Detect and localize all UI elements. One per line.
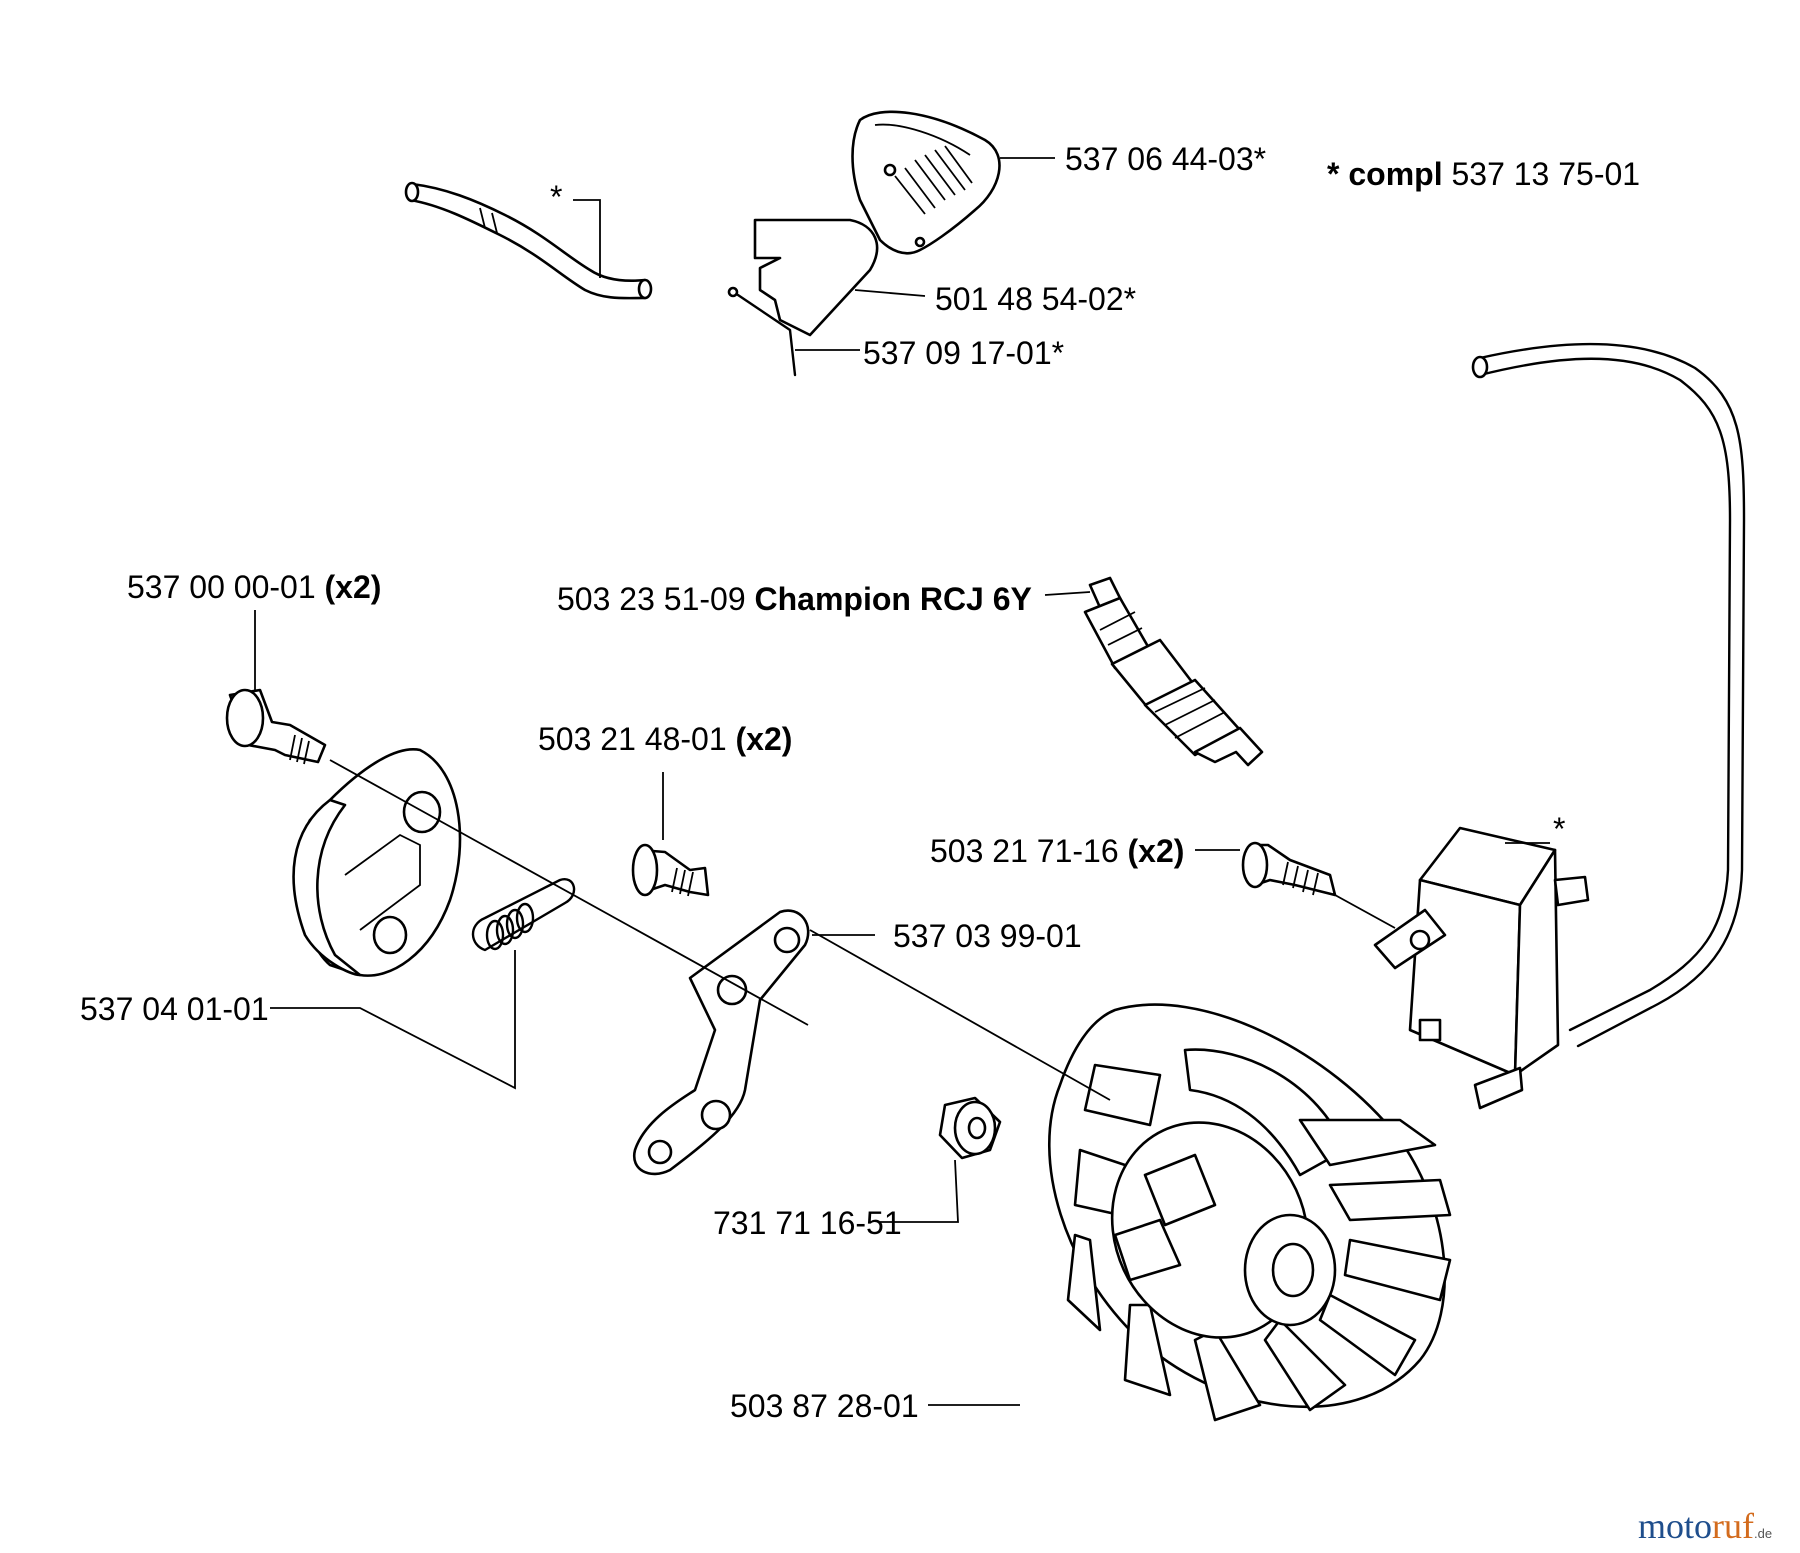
- screw-503-2171-qty: (x2): [1128, 833, 1185, 869]
- nut-leader: [880, 1159, 959, 1223]
- clutch-illustration: [292, 748, 462, 977]
- ignition-cable-illustration: [1471, 343, 1746, 1048]
- label-clutch: 537 04 01-01: [80, 991, 269, 1027]
- label-nut: 731 71 16-51: [713, 1205, 902, 1241]
- label-hose-asterisk: *: [550, 179, 562, 215]
- ignition-module-illustration: [1373, 826, 1590, 1110]
- watermark-suffix: .de: [1754, 1526, 1772, 1541]
- air-filter-cover-illustration: [851, 110, 1001, 255]
- spark-plug-number: 503 23 51-09: [557, 581, 746, 617]
- complete-kit-number: 537 13 75-01: [1451, 156, 1640, 192]
- label-lever: 537 03 99-01: [893, 918, 1082, 954]
- label-filter-plate: 501 48 54-02*: [935, 281, 1136, 317]
- screw-503-2171-illustration: [1241, 841, 1337, 897]
- watermark: motoruf.de: [1638, 1506, 1772, 1546]
- spark-plug-leader: [1044, 591, 1091, 596]
- label-screw-537: 537 00 00-01 (x2): [127, 569, 381, 605]
- label-screw-503-2171: 503 21 71-16 (x2): [930, 833, 1184, 869]
- watermark-moto: moto: [1638, 1506, 1712, 1546]
- screw-503-2148-qty: (x2): [736, 721, 793, 757]
- hose-leader: [573, 199, 601, 278]
- screw-503-2148-number: 503 21 48-01: [538, 721, 727, 757]
- label-flywheel: 503 87 28-01: [730, 1388, 919, 1424]
- screw-537-qty: (x2): [325, 569, 382, 605]
- plate-leader: [854, 289, 926, 297]
- spark-plug-name: Champion RCJ 6Y: [755, 581, 1032, 617]
- label-ignition-asterisk: *: [1553, 811, 1565, 847]
- wire-clip-illustration: [727, 286, 797, 377]
- assembly-axis-line: [329, 759, 1396, 1101]
- label-screw-503-2148: 503 21 48-01 (x2): [538, 721, 792, 757]
- label-wire-clip: 537 09 17-01*: [863, 335, 1064, 371]
- screw-537-number: 537 00 00-01: [127, 569, 316, 605]
- label-spark-plug: 503 23 51-09 Champion RCJ 6Y: [557, 581, 1032, 617]
- filter-plate-illustration: [753, 218, 879, 337]
- flywheel-illustration: [1048, 1003, 1452, 1422]
- screw-537-illustration: [225, 688, 327, 765]
- spring-illustration: [471, 878, 576, 952]
- label-complete-kit: * compl 537 13 75-01: [1327, 156, 1640, 192]
- label-air-filter-cover: 537 06 44-03*: [1065, 141, 1266, 177]
- lever-illustration: [632, 909, 810, 1176]
- clutch-leader: [270, 950, 516, 1090]
- screw-503-2171-number: 503 21 71-16: [930, 833, 1119, 869]
- complete-kit-prefix: * compl: [1327, 156, 1443, 192]
- fuel-hose-illustration: [404, 181, 653, 300]
- watermark-ruf: ruf: [1712, 1506, 1754, 1546]
- nut-illustration: [938, 1096, 1002, 1160]
- spark-plug-illustration: [1083, 576, 1264, 767]
- screw-503-2148-illustration: [631, 843, 710, 897]
